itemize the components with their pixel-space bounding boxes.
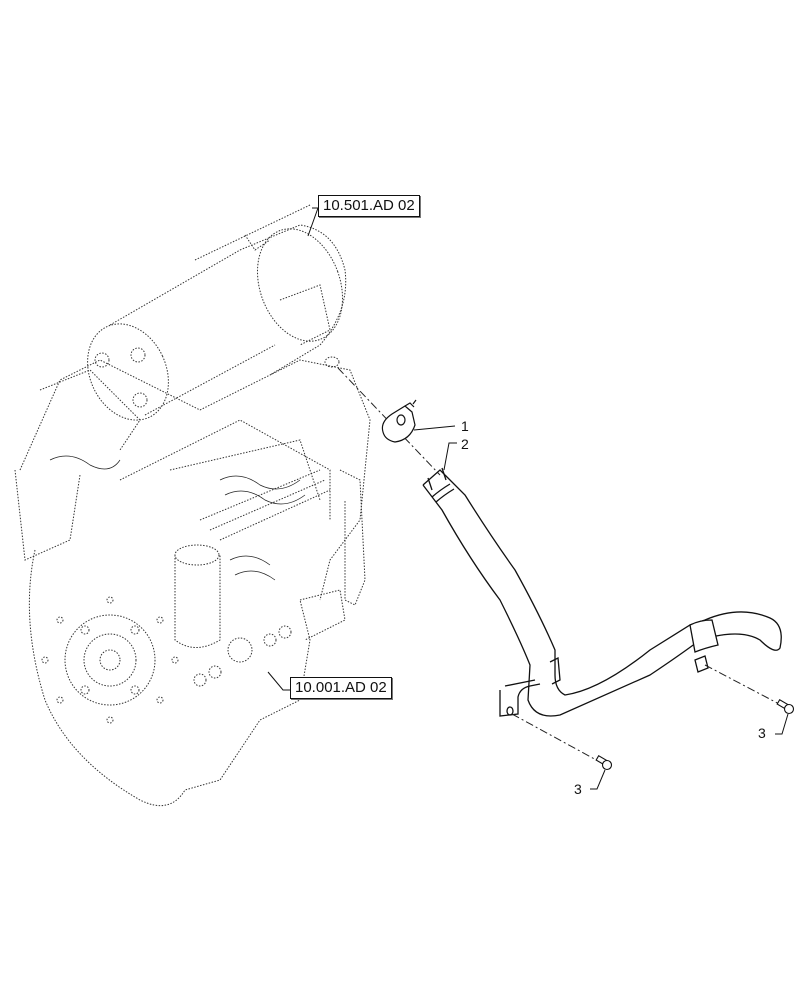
callout-number-3-left: 3 [574, 781, 582, 797]
engine-wiring-detail [49, 455, 306, 581]
callout-number-3-right: 3 [758, 725, 766, 741]
clamp-part-1 [381, 399, 417, 443]
exhaust-pipe-part-2 [422, 467, 782, 717]
engine-illustration [14, 204, 371, 807]
reference-label-exhaust-section[interactable]: 10.501.AD 02 [318, 195, 420, 217]
assembly-centerline-lower [511, 664, 784, 763]
reference-label-engine-section[interactable]: 10.001.AD 02 [290, 677, 392, 699]
leader-lines [267, 207, 789, 790]
callout-number-1: 1 [461, 418, 469, 434]
assembly-centerline-upper [337, 367, 441, 476]
bolt-part-3-right [776, 699, 795, 715]
bolt-part-3-left [595, 755, 613, 771]
callout-number-2: 2 [461, 436, 469, 452]
